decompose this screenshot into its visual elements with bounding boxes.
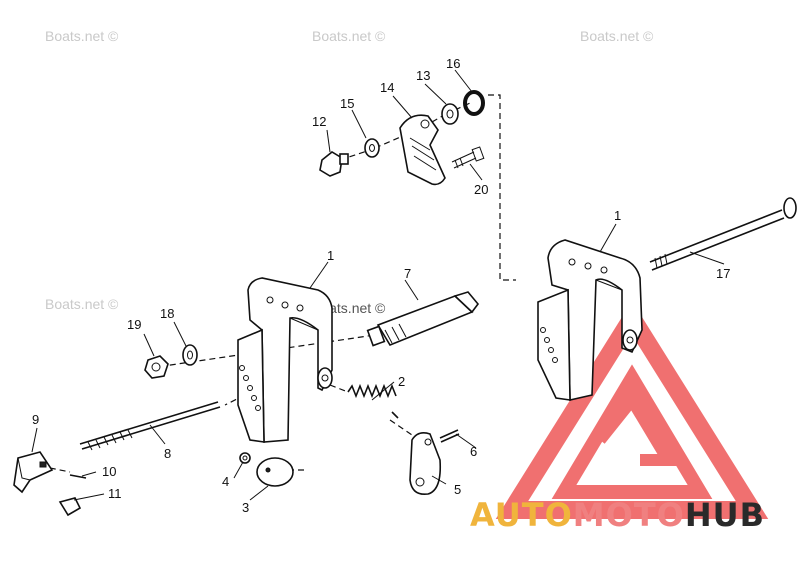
hex-nut [144, 355, 169, 379]
tilt-tube [366, 291, 480, 347]
part-label-10: 10 [102, 464, 117, 479]
spring [347, 383, 399, 419]
watermark: Boats.net © [45, 296, 119, 312]
small-nut [239, 452, 251, 464]
washer-disc [256, 457, 294, 487]
watermark: Boats.net © [312, 28, 386, 44]
washer-small [364, 138, 380, 158]
rod [79, 401, 221, 451]
brand-part-hub: HUB [684, 496, 766, 534]
part-label-9: 9 [32, 412, 40, 427]
part-label-1: 1 [614, 208, 622, 223]
pin [439, 429, 460, 443]
rod-clip [13, 451, 54, 494]
watermark: Boats.net © [580, 28, 654, 44]
through-bolt [649, 197, 797, 271]
lock-plate [399, 114, 446, 186]
part-label-15: 15 [340, 96, 355, 111]
lock-ring [463, 90, 485, 116]
part-label-19: 19 [127, 317, 142, 332]
shoulder-bolt [451, 146, 485, 169]
part-label-14: 14 [380, 80, 395, 95]
small-pin [69, 474, 87, 479]
brand-wordmark: AUTOMOTOHUB [470, 496, 765, 534]
part-label-11: 11 [108, 486, 122, 501]
part-label-8: 8 [164, 446, 172, 461]
part-label-7: 7 [404, 266, 412, 281]
clamp-bracket-left [237, 277, 333, 443]
part-label-3: 3 [242, 500, 250, 515]
part-label-20: 20 [474, 182, 489, 197]
part-label-4: 4 [222, 474, 230, 489]
washer [182, 344, 198, 366]
logo-triangle-icon [495, 301, 769, 519]
watermark: Boats.net © [45, 28, 119, 44]
clamp-bracket-right [537, 239, 643, 401]
part-label-5: 5 [454, 482, 462, 497]
part-label-17: 17 [716, 266, 731, 281]
part-label-18: 18 [160, 306, 175, 321]
part-label-2: 2 [398, 374, 406, 389]
brand-part-moto: MOTO [572, 496, 685, 534]
tilt-lever [409, 432, 442, 496]
part-label-13: 13 [416, 68, 431, 83]
leader-lines [31, 69, 725, 501]
spring-clip [58, 497, 82, 517]
part-label-16: 16 [446, 56, 461, 71]
brand-part-auto: AUTO [470, 496, 573, 534]
washer-13 [441, 103, 459, 125]
part-label-1: 1 [327, 248, 335, 263]
knob-screw [319, 151, 349, 177]
part-label-6: 6 [470, 444, 478, 459]
part-label-12: 12 [312, 114, 327, 129]
